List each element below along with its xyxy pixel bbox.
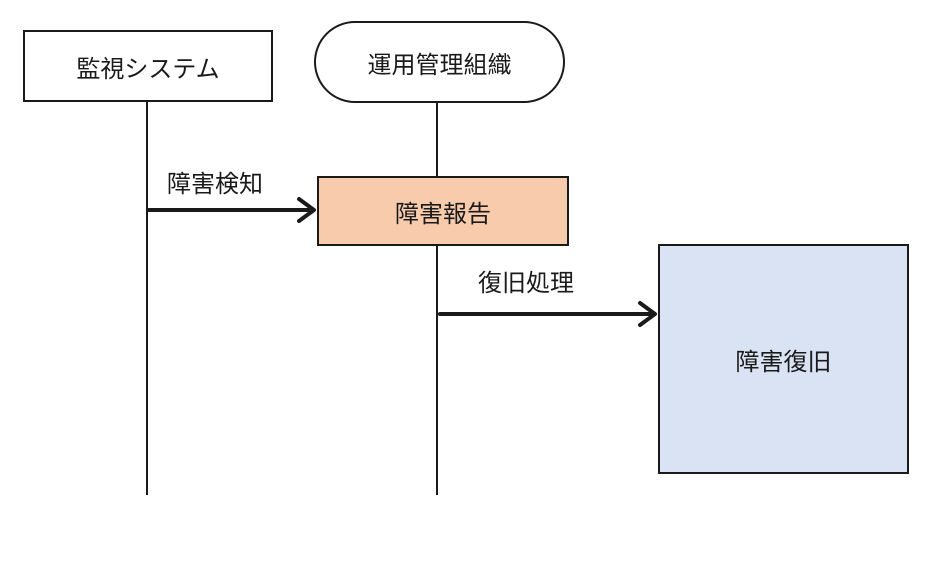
- lifeline-operations-org: [436, 101, 438, 495]
- participant-monitoring-system-label: 監視システム: [76, 54, 220, 83]
- message-detection-arrow: [147, 197, 316, 223]
- activation-incident-report: 障害報告: [317, 176, 569, 246]
- participant-operations-org-label: 運用管理組織: [367, 50, 512, 79]
- participant-monitoring-system: 監視システム: [23, 30, 273, 102]
- lifeline-monitoring-system: [146, 101, 148, 495]
- message-recovery-process-label: 復旧処理: [478, 269, 574, 297]
- activation-incident-recovery: 障害復旧: [658, 244, 909, 474]
- activation-incident-report-label: 障害報告: [395, 199, 491, 228]
- message-recovery-process-arrow: [438, 301, 657, 327]
- activation-incident-recovery-label: 障害復旧: [735, 347, 832, 376]
- participant-operations-org: 運用管理組織: [314, 21, 565, 103]
- message-detection-label: 障害検知: [167, 170, 263, 198]
